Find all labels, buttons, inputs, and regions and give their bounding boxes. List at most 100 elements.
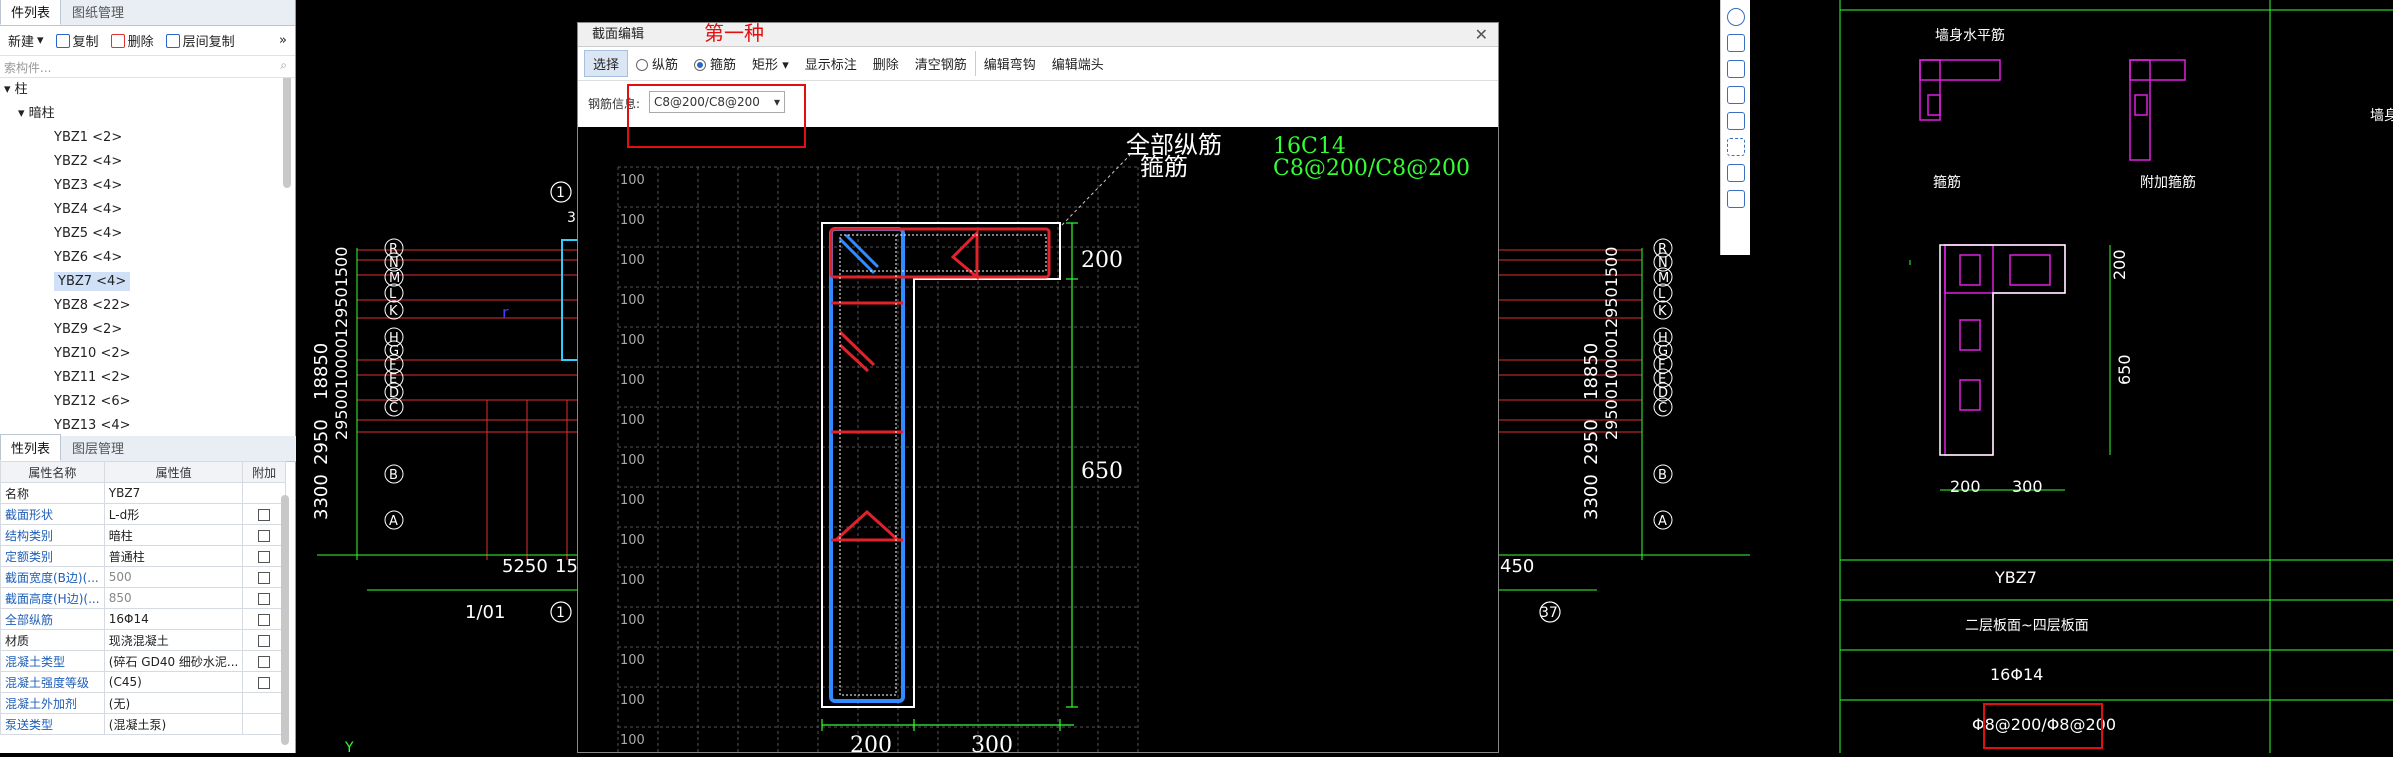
property-row[interactable]: 混凝土强度等级(C45) <box>0 671 286 693</box>
tree-item[interactable]: YBZ2 <4> <box>0 150 295 174</box>
view-2d-icon[interactable] <box>1726 34 1745 52</box>
close-icon[interactable]: ✕ <box>1474 25 1488 44</box>
component-search-input[interactable]: 索构件... ⌕ <box>0 56 295 78</box>
axis-label: H <box>1658 331 1668 346</box>
property-value[interactable]: 普通柱 <box>103 545 244 567</box>
show-label-button[interactable]: 显示标注 <box>804 58 857 73</box>
stirrup-radio[interactable]: 箍筋 <box>686 51 744 76</box>
tree-item[interactable]: YBZ10 <2> <box>0 342 295 366</box>
checkbox[interactable] <box>258 508 271 521</box>
component-tree: ▾ 柱 ▾ 暗柱 YBZ1 <2>YBZ2 <4>YBZ3 <4>YBZ4 <4… <box>0 78 295 454</box>
grid-label: 100 <box>620 373 645 388</box>
view-3d-icon[interactable] <box>1726 8 1745 26</box>
tab-property-list[interactable]: 性列表 <box>0 434 62 461</box>
property-value[interactable]: (无) <box>103 692 244 714</box>
ref-label-wall-horizontal: 墙身水平筋 <box>1935 27 2005 44</box>
rebar-info-bar: 钢筋信息: C8@200/C8@200 ▾ <box>578 81 1498 127</box>
checkbox[interactable] <box>258 676 271 689</box>
tab-drawing-manager[interactable]: 图纸管理 <box>72 6 125 21</box>
rebar-info-select[interactable]: C8@200/C8@200 ▾ <box>649 91 785 113</box>
axis-circle <box>1653 382 1673 402</box>
select-button[interactable]: 选择 <box>584 50 629 77</box>
property-value[interactable]: L-d形 <box>103 503 244 525</box>
property-value[interactable]: 500 <box>103 566 244 588</box>
property-value[interactable]: 现浇混凝土 <box>103 629 244 651</box>
view-side-icon[interactable] <box>1726 112 1745 130</box>
tree-item[interactable]: YBZ8 <22> <box>0 294 295 318</box>
reference-drawing[interactable]: 200 650 200 300 墙身水平筋 箍筋 附加箍筋 墙身 YBZ7 二层… <box>1750 0 2393 753</box>
checkbox[interactable] <box>258 613 271 626</box>
property-row[interactable]: 混凝土外加剂(无) <box>0 692 286 714</box>
checkbox[interactable] <box>258 655 271 668</box>
tree-item[interactable]: YBZ12 <6> <box>0 390 295 414</box>
layer-settings-icon[interactable] <box>1726 190 1745 208</box>
fit-view-icon[interactable] <box>1726 138 1745 156</box>
edit-end-button[interactable]: 编辑端头 <box>1051 58 1104 73</box>
property-row[interactable]: 定额类别普通柱 <box>0 545 286 567</box>
property-row[interactable]: 材质现浇混凝土 <box>0 629 286 651</box>
property-name: 截面宽度(B边)(... <box>0 566 105 588</box>
rotate-icon[interactable] <box>1726 164 1745 182</box>
axis-circle <box>384 382 404 402</box>
delete-button[interactable]: 删除 <box>107 29 158 52</box>
view-cube-icon[interactable] <box>1726 60 1745 78</box>
tree-item[interactable]: YBZ9 <2> <box>0 318 295 342</box>
more-icon[interactable]: » <box>279 33 287 48</box>
tree-item[interactable]: YBZ11 <2> <box>0 366 295 390</box>
chevron-down-icon: ▾ <box>773 95 780 109</box>
property-row[interactable]: 结构类别暗柱 <box>0 524 286 546</box>
tab-component-list[interactable]: 件列表 <box>0 0 62 25</box>
tab-layer-manager[interactable]: 图层管理 <box>72 442 125 457</box>
property-row[interactable]: 截面宽度(B边)(...500 <box>0 566 286 588</box>
property-scrollbar[interactable] <box>281 495 289 745</box>
tree-item[interactable]: YBZ4 <4> <box>0 198 295 222</box>
tree-item[interactable]: YBZ1 <2> <box>0 126 295 150</box>
longitudinal-radio[interactable]: 纵筋 <box>628 51 686 76</box>
property-value[interactable]: 暗柱 <box>103 524 244 546</box>
property-value[interactable]: 16Φ14 <box>103 608 244 630</box>
grid-label: 100 <box>620 693 645 708</box>
checkbox[interactable] <box>258 592 271 605</box>
tree-item-label: YBZ9 <2> <box>54 322 123 337</box>
tree-item[interactable]: YBZ6 <4> <box>0 246 295 270</box>
tree-item[interactable]: YBZ7 <4> <box>0 270 295 294</box>
tree-node-hidden-column[interactable]: ▾ 暗柱 <box>18 106 55 121</box>
property-value[interactable]: (C45) <box>103 671 244 693</box>
axis-circle <box>1653 510 1673 530</box>
copy-button[interactable]: 复制 <box>52 29 103 52</box>
axis-circle <box>384 354 404 374</box>
tree-item[interactable]: YBZ13 <4> <box>0 414 295 438</box>
checkbox[interactable] <box>258 550 271 563</box>
checkbox[interactable] <box>258 571 271 584</box>
view-front-icon[interactable] <box>1726 86 1745 104</box>
axis-label: M <box>1658 271 1669 286</box>
tree-scrollbar[interactable] <box>283 78 291 188</box>
ref-dim-650: 650 <box>2115 354 2134 385</box>
tree-item[interactable]: YBZ3 <4> <box>0 174 295 198</box>
clear-rebar-button[interactable]: 清空钢筋 <box>914 58 967 73</box>
label-stirrup: 箍筋 <box>1140 153 1188 181</box>
property-value[interactable]: 850 <box>103 587 244 609</box>
property-value[interactable]: YBZ7 <box>103 482 244 504</box>
rect-dropdown[interactable]: 矩形 ▾ <box>752 58 789 73</box>
property-row[interactable]: 混凝土类型(碎石 GD40 细砂水泥... <box>0 650 286 672</box>
edit-hook-button[interactable]: 编辑弯钩 <box>974 51 1044 76</box>
checkbox[interactable] <box>258 634 271 647</box>
label-all-longitudinal: 全部纵筋 <box>1126 131 1222 159</box>
dim-top-200: 200 <box>1081 248 1123 273</box>
delete-rebar-button[interactable]: 删除 <box>872 58 899 73</box>
new-button[interactable]: 新建▾ <box>8 33 44 50</box>
tree-node-column[interactable]: ▾ 柱 <box>4 82 28 97</box>
property-row[interactable]: 截面高度(H边)(...850 <box>0 587 286 609</box>
axis-circle <box>1653 354 1673 374</box>
tree-item[interactable]: YBZ5 <4> <box>0 222 295 246</box>
property-value[interactable]: (碎石 GD40 细砂水泥... <box>103 650 244 672</box>
property-value[interactable]: (混凝土泵) <box>103 713 244 735</box>
property-row[interactable]: 泵送类型(混凝土泵) <box>0 713 286 735</box>
floor-copy-button[interactable]: 层间复制 <box>162 29 239 52</box>
checkbox[interactable] <box>258 529 271 542</box>
